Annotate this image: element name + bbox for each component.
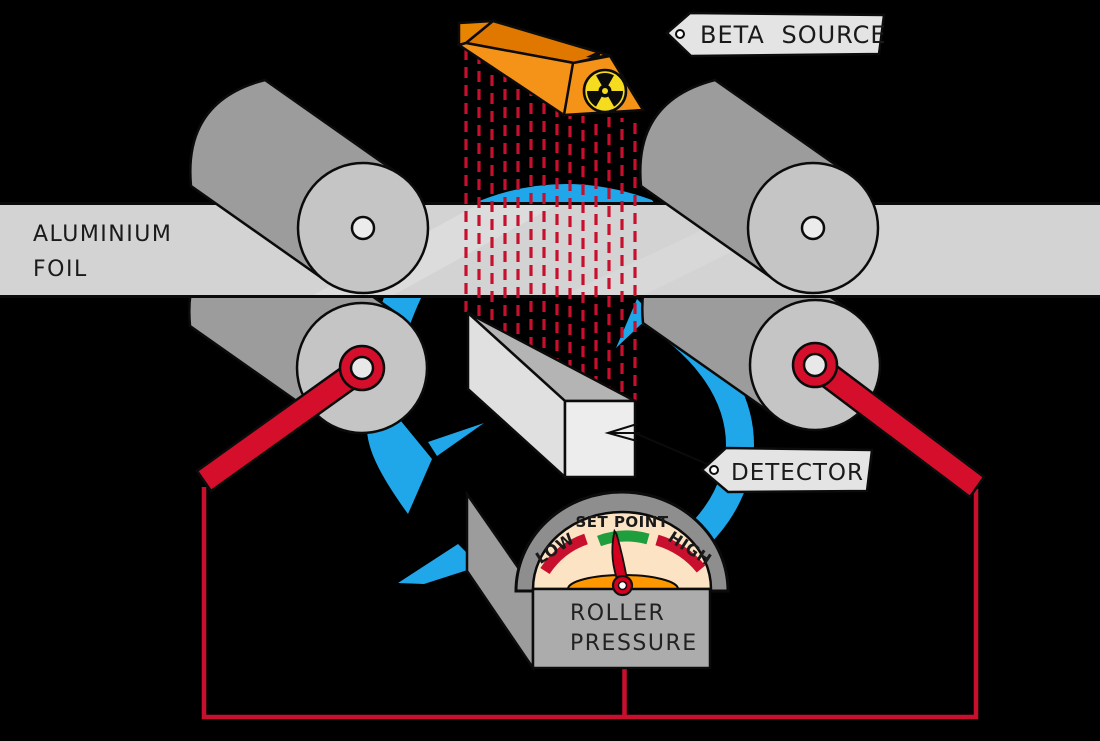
arm-pivot-hole — [802, 352, 828, 378]
gauge-needle-pivot-hole — [617, 580, 628, 591]
foil-label-line1: ALUMINIUM — [33, 222, 172, 247]
control-wires — [201, 487, 979, 720]
beta-source — [456, 19, 646, 118]
feedback-arrow-bottom-icon — [398, 544, 480, 584]
roller-axle — [800, 215, 826, 241]
foil-label-line2: FOIL — [33, 257, 88, 282]
tag-hole-icon — [675, 29, 685, 39]
tag-string — [636, 433, 715, 468]
pressure-arm-right — [791, 341, 986, 499]
source-fold-mark — [586, 50, 601, 59]
pressure-arm-left — [195, 344, 386, 493]
radiation-icon — [582, 68, 628, 114]
detector-arrow-icon — [604, 423, 640, 442]
foil-band — [0, 203, 1100, 297]
wire-loop — [201, 487, 979, 720]
gauge-name-line2: PRESSURE — [570, 631, 698, 656]
detector-tag: DETECTOR — [636, 433, 874, 494]
gauge-scale-low-band — [540, 533, 588, 575]
gauge-scale-high-band — [655, 534, 706, 573]
detector-end-face — [563, 399, 637, 479]
beta-source-tag: BETA SOURCE — [665, 11, 887, 58]
roller-top-left — [189, 78, 430, 295]
gauge-scale-setpoint-band — [597, 530, 650, 547]
detector-label: DETECTOR — [731, 460, 864, 486]
tag-shape — [665, 11, 886, 58]
tag-hole-icon — [709, 465, 719, 475]
roller-top-right — [639, 78, 880, 295]
roller-pressure-gauge: LOW SET POINT HIGH ROLLER PRESSURE — [465, 490, 730, 673]
gauge-name-line1: ROLLER — [570, 601, 665, 626]
roller-axle — [350, 215, 376, 241]
feedback-arrow-left-tip-icon — [428, 423, 484, 456]
gauge-face — [531, 510, 713, 591]
beta-source-label: BETA SOURCE — [700, 21, 887, 49]
detector-box — [466, 310, 640, 480]
aluminium-foil: ALUMINIUM FOIL — [0, 202, 1100, 298]
tag-shape — [700, 446, 874, 494]
gauge-set-point-label: SET POINT — [575, 513, 668, 531]
beta-rays — [464, 49, 637, 401]
arm-pivot-hole — [349, 355, 375, 381]
gauge-front-panel — [531, 587, 712, 670]
